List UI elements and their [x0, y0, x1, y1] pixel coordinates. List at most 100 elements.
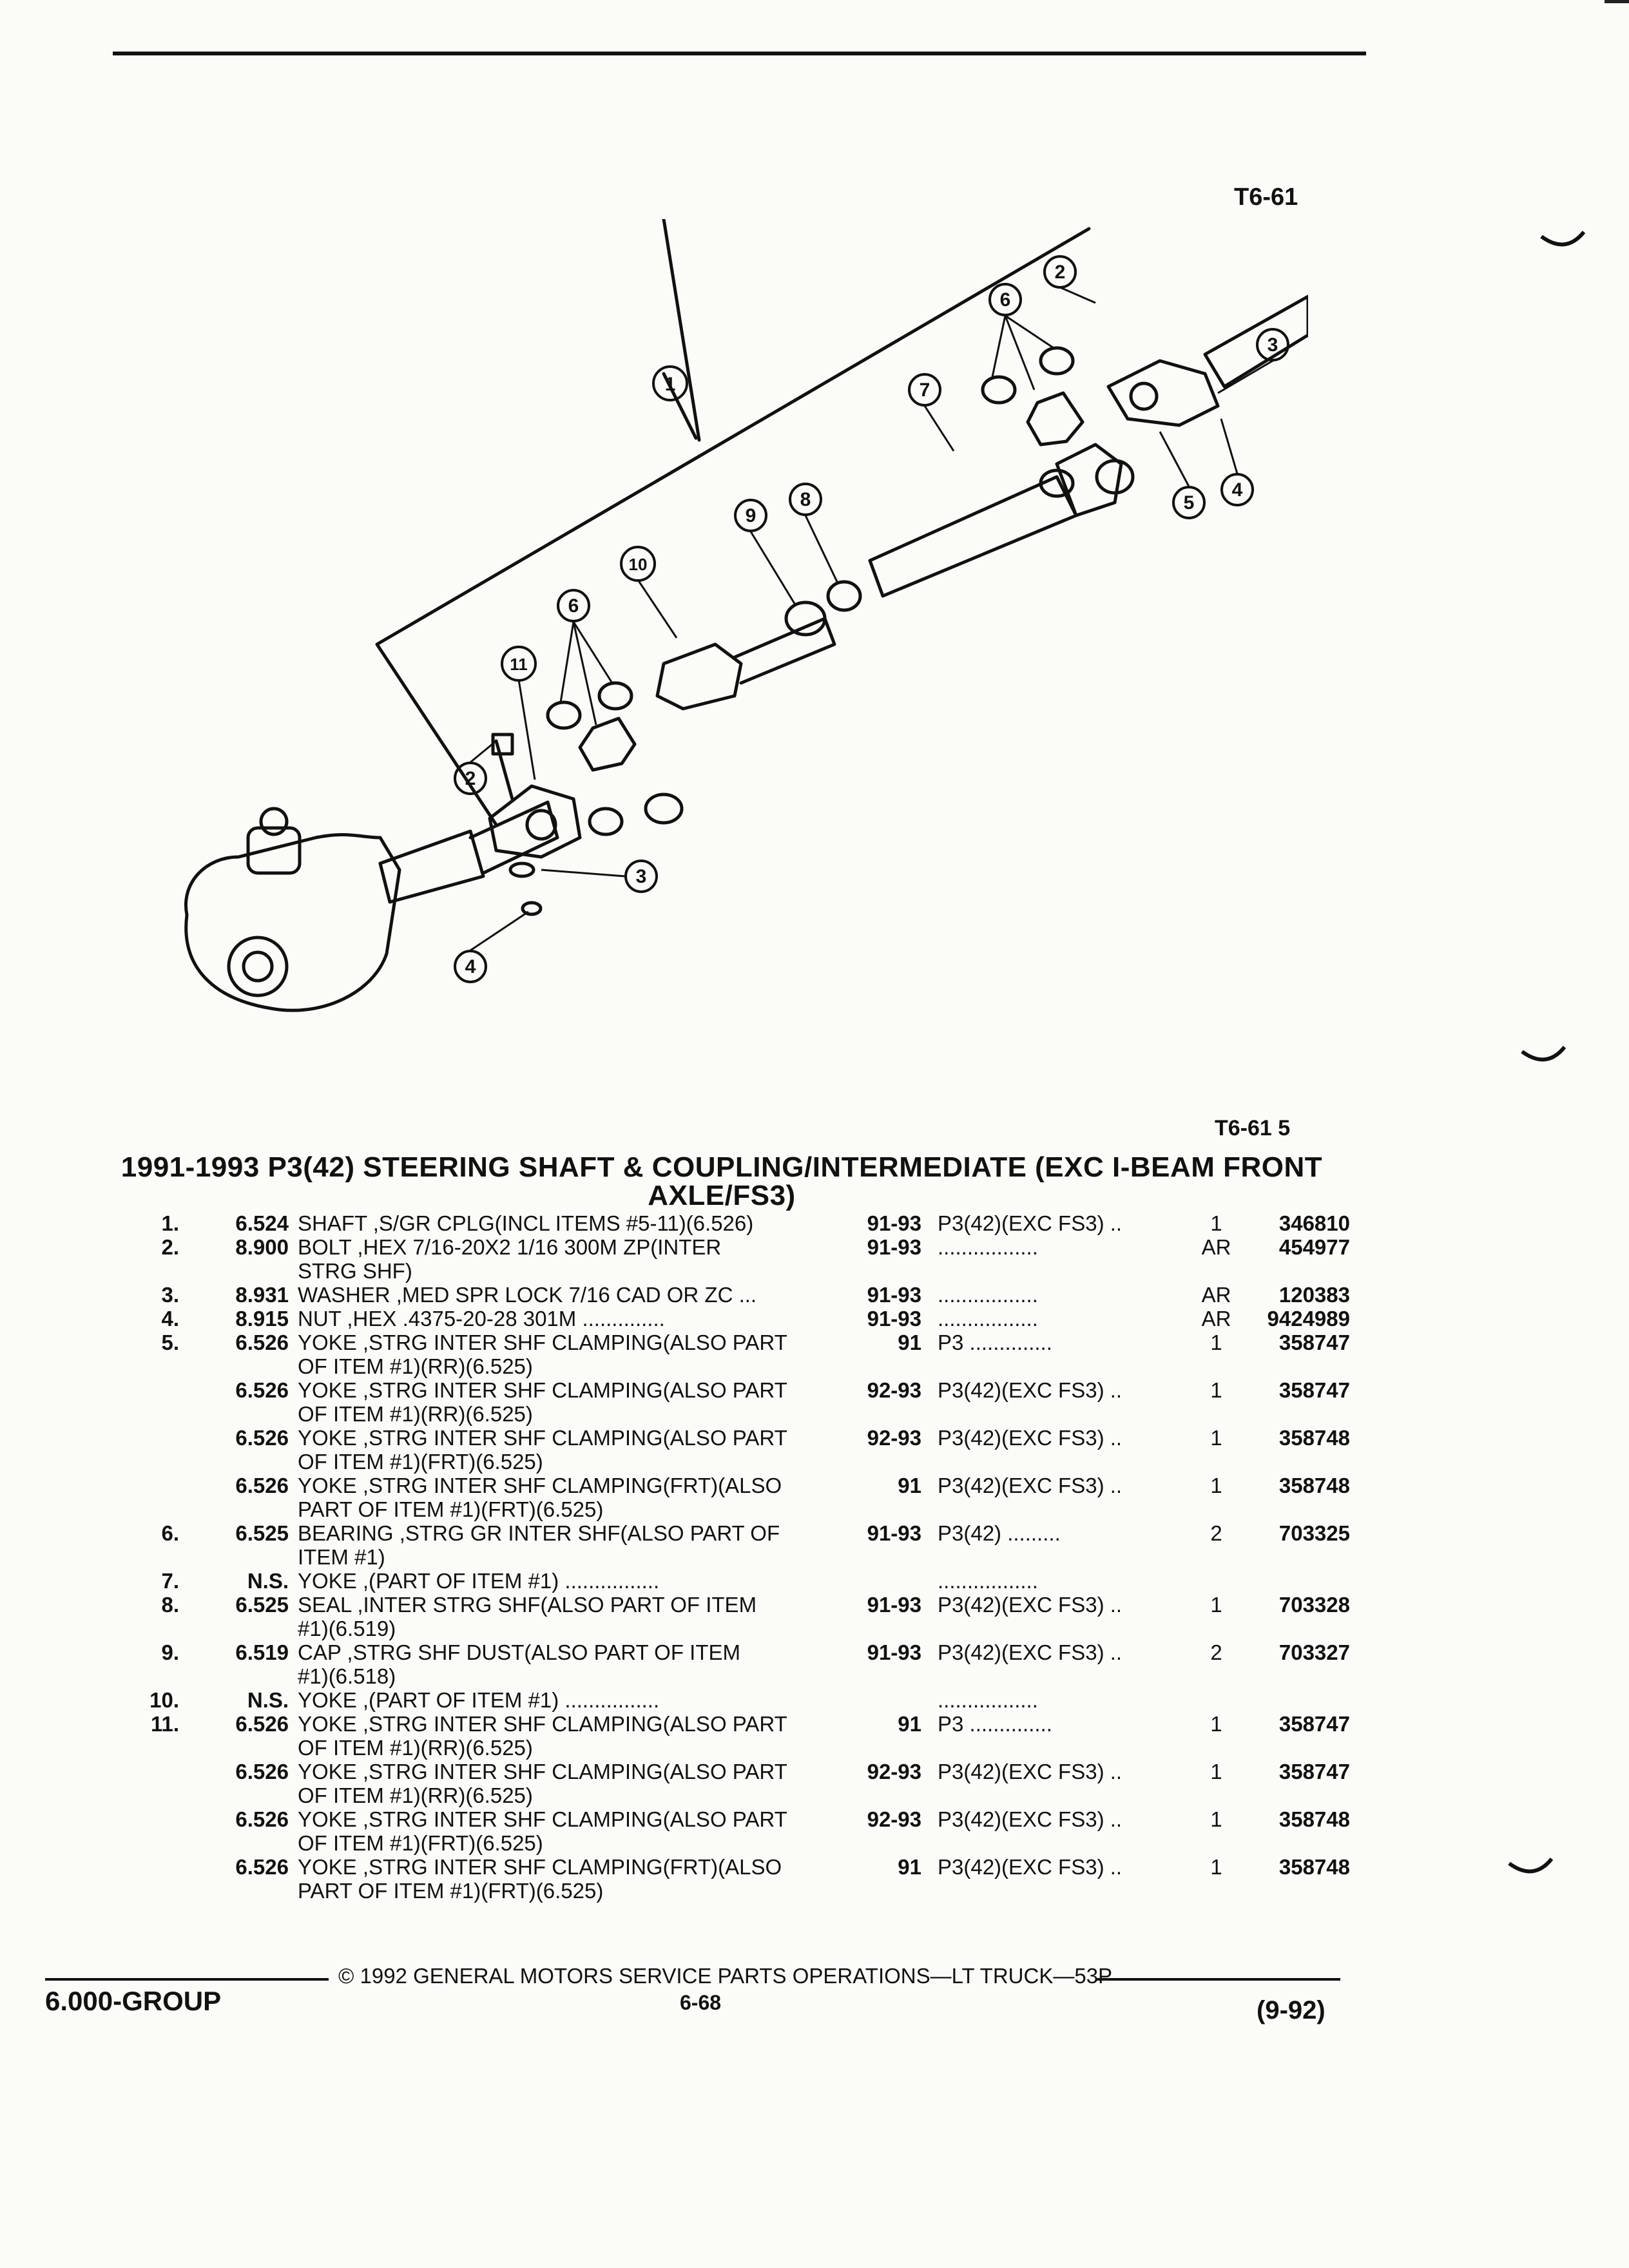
part-row: 10.N.S.YOKE ,(PART OF ITEM #1) .........…	[129, 1688, 1353, 1713]
part-description: YOKE ,STRG INTER SHF CLAMPING(ALSO PART	[298, 1331, 787, 1354]
group-number: 6.526	[235, 1378, 289, 1402]
callout-2b: 2	[454, 762, 487, 795]
quantity: AR	[1201, 1235, 1231, 1259]
model-years: 91-93	[867, 1640, 921, 1664]
group-number: 8.931	[235, 1283, 289, 1307]
quantity: 1	[1210, 1426, 1222, 1450]
bracket-line	[375, 227, 1091, 827]
part-description: BEARING ,STRG GR INTER SHF(ALSO PART OF	[298, 1521, 780, 1545]
callout-7: 7	[908, 373, 941, 407]
svg-text:3: 3	[636, 866, 647, 887]
group-number: 6.526	[235, 1474, 289, 1497]
title-line-2: AXLE/FS3)	[648, 1180, 796, 1211]
model-applicability: .................	[938, 1235, 1038, 1259]
svg-text:4: 4	[1232, 479, 1243, 501]
part-description-continuation: OF ITEM #1)(FRT)(6.525)	[298, 1450, 543, 1474]
group-number: N.S.	[247, 1569, 289, 1593]
svg-text:8: 8	[800, 489, 811, 510]
svg-text:1: 1	[665, 374, 676, 395]
quantity: 1	[1210, 1331, 1222, 1354]
svg-text:6: 6	[568, 595, 579, 617]
part-description: YOKE ,(PART OF ITEM #1) ................	[298, 1569, 660, 1593]
part-description: YOKE ,STRG INTER SHF CLAMPING(ALSO PART	[298, 1378, 787, 1402]
part-description: BOLT ,HEX 7/16-20X2 1/16 300M ZP(INTER	[298, 1235, 722, 1259]
model-applicability: P3(42)(EXC FS3) ..	[938, 1807, 1123, 1831]
item-number: 3.	[161, 1283, 179, 1307]
model-applicability: P3(42)(EXC FS3) ..	[938, 1855, 1123, 1879]
part-number: 346810	[1278, 1211, 1350, 1235]
margin-mark	[1540, 231, 1585, 247]
model-years: 92-93	[867, 1378, 921, 1402]
part-row: 6.526 YOKE ,STRG INTER SHF CLAMPING(ALSO …	[129, 1378, 1353, 1403]
model-years: 92-93	[867, 1807, 921, 1831]
callout-3b: 3	[624, 860, 658, 893]
callout-2a: 2	[1043, 255, 1077, 289]
quantity: 1	[1210, 1378, 1222, 1402]
part-row: 6.526 YOKE ,STRG INTER SHF CLAMPING(FRT)(…	[129, 1855, 1353, 1879]
part-number: 358748	[1278, 1807, 1350, 1831]
callout-1: 1	[652, 365, 688, 401]
margin-mark	[1508, 1858, 1553, 1874]
callout-4a: 4	[1220, 473, 1254, 506]
part-row-continuation: #1)(6.518)	[129, 1664, 1353, 1689]
item-number: 4.	[161, 1307, 179, 1331]
item-number: 11.	[150, 1712, 179, 1736]
exploded-view-diagram: 1 2 2 3 3 4 4 5 6 6 7 8 9 10 11	[184, 219, 1308, 1012]
group-number: N.S.	[247, 1688, 289, 1712]
group-number: 6.526	[235, 1426, 289, 1450]
svg-text:6: 6	[1000, 289, 1011, 311]
group-number: 6.525	[235, 1593, 289, 1617]
group-number: 8.915	[235, 1307, 289, 1331]
part-description-continuation: #1)(6.519)	[298, 1617, 396, 1640]
part-description: YOKE ,STRG INTER SHF CLAMPING(FRT)(ALSO	[298, 1855, 782, 1879]
model-applicability: .................	[938, 1569, 1038, 1593]
callout-6b: 6	[557, 589, 590, 622]
svg-text:4: 4	[465, 956, 476, 977]
group-number: 6.526	[235, 1855, 289, 1879]
group-number: 8.900	[235, 1235, 289, 1259]
quantity: 2	[1210, 1640, 1222, 1664]
svg-text:2: 2	[465, 768, 476, 789]
model-applicability: P3(42)(EXC FS3) ..	[938, 1760, 1123, 1783]
group-number: 6.526	[235, 1760, 289, 1783]
svg-text:7: 7	[920, 380, 930, 401]
part-description: YOKE ,STRG INTER SHF CLAMPING(ALSO PART	[298, 1760, 787, 1783]
part-number: 120383	[1278, 1283, 1350, 1307]
item-number: 6.	[161, 1521, 179, 1545]
part-row-continuation: PART OF ITEM #1)(FRT)(6.525)	[129, 1497, 1353, 1522]
footer-rule-right	[1095, 1978, 1340, 1981]
item-number: 5.	[161, 1331, 179, 1354]
part-number: 358747	[1278, 1378, 1350, 1402]
part-description: WASHER ,MED SPR LOCK 7/16 CAD OR ZC ...	[298, 1283, 757, 1307]
callout-3a: 3	[1256, 328, 1289, 361]
group-number: 6.519	[235, 1640, 289, 1664]
part-row-continuation: #1)(6.519)	[129, 1617, 1353, 1641]
model-years: 92-93	[867, 1760, 921, 1783]
top-rule	[113, 52, 1366, 55]
model-applicability: P3(42) .........	[938, 1521, 1061, 1545]
part-description: YOKE ,STRG INTER SHF CLAMPING(ALSO PART	[298, 1712, 787, 1736]
part-number: 358748	[1278, 1426, 1350, 1450]
part-description-continuation: STRG SHF)	[298, 1259, 412, 1283]
part-row-continuation: OF ITEM #1)(RR)(6.525)	[129, 1354, 1353, 1379]
part-description-continuation: PART OF ITEM #1)(FRT)(6.525)	[298, 1879, 604, 1903]
part-description-continuation: PART OF ITEM #1)(FRT)(6.525)	[298, 1497, 604, 1521]
svg-text:9: 9	[746, 505, 757, 526]
part-description-continuation: ITEM #1)	[298, 1545, 385, 1569]
part-row: 7.N.S.YOKE ,(PART OF ITEM #1) ..........…	[129, 1569, 1353, 1593]
svg-text:2: 2	[1055, 262, 1066, 283]
part-description-continuation: #1)(6.518)	[298, 1664, 396, 1688]
footer-group: 6.000-GROUP	[45, 1986, 222, 2016]
part-description: SHAFT ,S/GR CPLG(INCL ITEMS #5-11)(6.526…	[298, 1211, 754, 1235]
svg-text:5: 5	[1184, 492, 1195, 514]
quantity: 1	[1210, 1807, 1222, 1831]
part-row-continuation: OF ITEM #1)(RR)(6.525)	[129, 1736, 1353, 1760]
part-number: 358748	[1278, 1855, 1350, 1879]
steering-gear-part	[184, 800, 559, 1012]
